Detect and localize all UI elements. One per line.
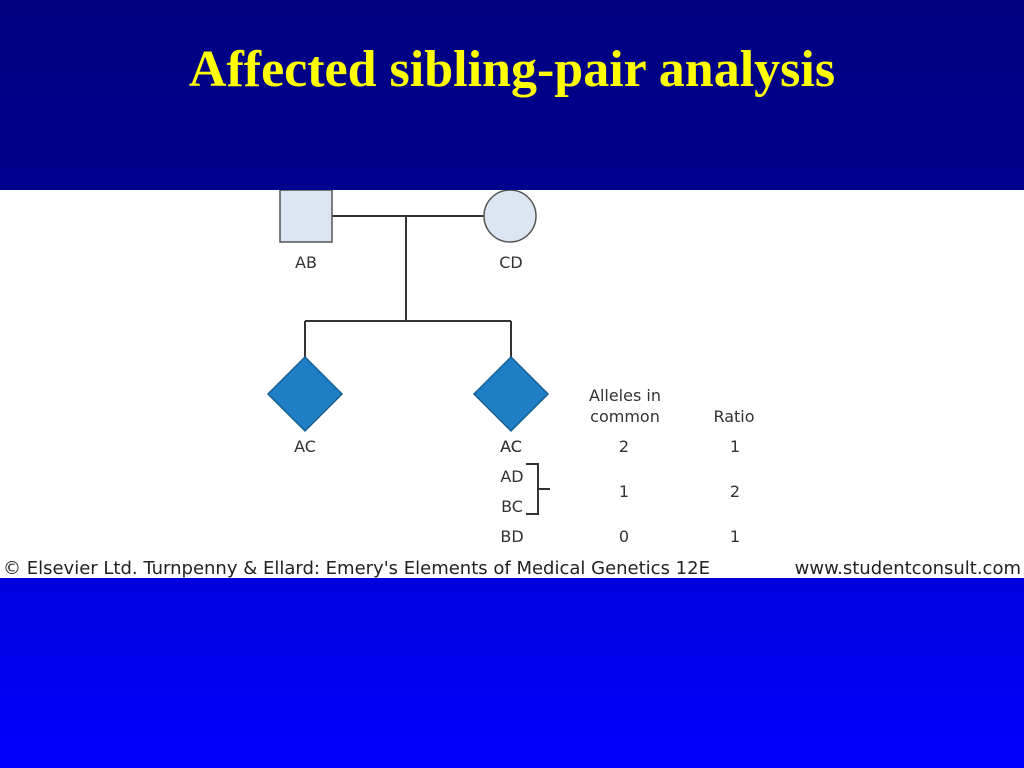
father-genotype: AB xyxy=(295,253,317,272)
website-credit: www.studentconsult.com xyxy=(795,558,1021,578)
sibling1-genotype: AC xyxy=(294,437,316,456)
row-genotype: BC xyxy=(501,497,523,516)
row-ratio: 1 xyxy=(730,527,740,546)
row-genotype: AD xyxy=(500,467,523,486)
mother-genotype: CD xyxy=(499,253,523,272)
alleles-header-line1: Alleles in xyxy=(589,386,661,405)
bracket xyxy=(526,463,550,515)
row-alleles: 2 xyxy=(619,437,629,456)
row-alleles: 1 xyxy=(619,482,629,501)
pedigree-figure: AB CD AC AC Alleles in common Ratio AC 2… xyxy=(0,190,1024,578)
row-genotype: AC xyxy=(500,437,522,456)
row-alleles: 0 xyxy=(619,527,629,546)
alleles-header-line2: common xyxy=(590,407,660,426)
row-ratio: 2 xyxy=(730,482,740,501)
slide-title: Affected sibling-pair analysis xyxy=(188,41,836,98)
row-ratio: 1 xyxy=(730,437,740,456)
row-genotype: BD xyxy=(500,527,523,546)
sibling2-genotype: AC xyxy=(500,437,522,456)
pedigree-lines xyxy=(304,215,550,515)
mother-symbol xyxy=(483,190,537,243)
sibling2-symbol xyxy=(472,355,550,433)
ratio-header: Ratio xyxy=(713,407,754,426)
copyright-credit: © Elsevier Ltd. Turnpenny & Ellard: Emer… xyxy=(3,558,710,578)
father-symbol xyxy=(279,190,333,243)
sibling1-symbol xyxy=(266,355,344,433)
pedigree-diagram: AB CD AC AC Alleles in common Ratio AC 2… xyxy=(3,190,1021,578)
